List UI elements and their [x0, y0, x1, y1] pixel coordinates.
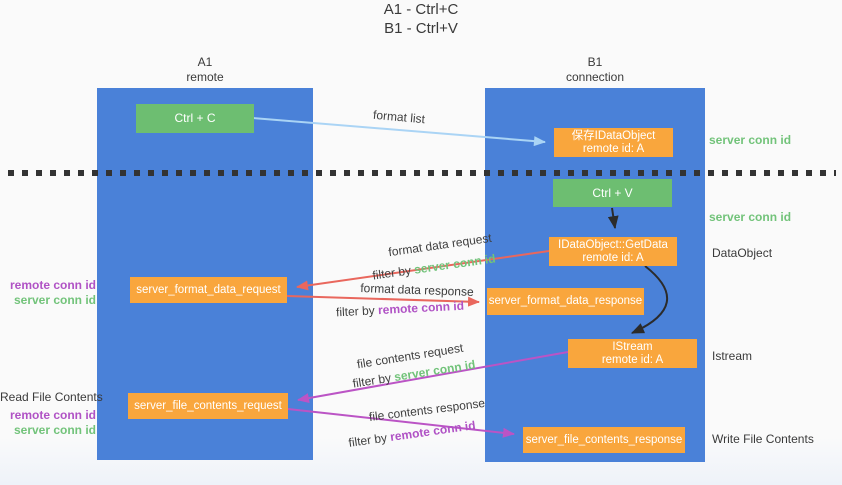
label-filter-by-remote-conn-id-1: filter by remote conn id: [336, 299, 465, 320]
lane-b1-name: B1: [587, 55, 603, 69]
label-format-list: format list: [372, 107, 426, 127]
label-server-conn-id-left-1: server conn id: [13, 293, 96, 307]
node-server-format-data-request: server_format_data_request: [130, 277, 287, 303]
left-conn-id-stack-1: remote conn id server conn id: [0, 278, 96, 308]
node-getdata-line1: IDataObject::GetData: [558, 238, 668, 251]
filter-by-text: filter by: [351, 370, 393, 391]
filter-by-text: filter by: [335, 303, 376, 320]
node-istream-line2: remote id: A: [601, 353, 664, 366]
label-istream: Istream: [712, 349, 753, 363]
label-server-conn-id-left-2: server conn id: [13, 423, 96, 437]
lane-header-b1: B1 connection: [535, 55, 655, 85]
node-server-format-data-response: server_format_data_response: [487, 288, 644, 315]
node-ctrl-v-label: Ctrl + V: [592, 185, 633, 200]
label-write-file-contents: Write File Contents: [712, 432, 814, 446]
left-conn-id-stack-2: Read File Contents remote conn id server…: [0, 390, 103, 438]
label-dataobject: DataObject: [712, 246, 773, 260]
node-idataobject-getdata: IDataObject::GetData remote id: A: [549, 237, 677, 266]
label-server-conn-id-right-mid: server conn id: [709, 210, 792, 224]
node-format-response-label: server_format_data_response: [488, 295, 643, 307]
remote-conn-id-text: remote conn id: [377, 298, 465, 318]
label-format-data-response: format data response: [360, 281, 474, 299]
node-server-file-contents-response: server_file_contents_response: [523, 427, 685, 453]
label-filter-by-remote-conn-id-2: filter by remote conn id: [348, 418, 477, 450]
node-save-dataobject: 保存IDataObject remote id: A: [554, 128, 673, 157]
label-server-conn-id-right-top: server conn id: [709, 133, 792, 147]
node-ctrl-v: Ctrl + V: [553, 179, 672, 207]
label-remote-conn-id-left-2: remote conn id: [9, 408, 96, 422]
remote-conn-id-text: remote conn id: [389, 418, 477, 444]
lane-header-a1: A1 remote: [145, 55, 265, 85]
node-format-request-label: server_format_data_request: [136, 283, 281, 296]
title-line-1: A1 - Ctrl+C: [383, 1, 459, 18]
node-file-request-label: server_file_contents_request: [134, 399, 282, 412]
node-save-dataobject-line2: remote id: A: [582, 142, 645, 155]
node-istream-line1: IStream: [612, 340, 653, 353]
lane-b1-subtitle: connection: [565, 70, 625, 84]
filter-by-text: filter by: [371, 263, 412, 283]
node-istream: IStream remote id: A: [568, 339, 697, 368]
node-getdata-line2: remote id: A: [582, 251, 644, 264]
node-file-response-label: server_file_contents_response: [525, 433, 683, 446]
diagram-title: A1 - Ctrl+C B1 - Ctrl+V: [0, 0, 842, 38]
filter-by-text: filter by: [347, 430, 388, 450]
label-read-file-contents: Read File Contents: [0, 390, 103, 404]
node-save-dataobject-line1: 保存IDataObject: [571, 129, 656, 142]
node-server-file-contents-request: server_file_contents_request: [128, 393, 288, 419]
node-ctrl-c: Ctrl + C: [136, 104, 254, 133]
lane-a1-name: A1: [197, 55, 213, 69]
node-ctrl-c-label: Ctrl + C: [174, 111, 216, 125]
server-conn-id-text: server conn id: [413, 251, 497, 277]
title-line-2: B1 - Ctrl+V: [384, 20, 458, 37]
label-remote-conn-id-left-1: remote conn id: [9, 278, 96, 292]
lane-a1-subtitle: remote: [186, 70, 224, 84]
